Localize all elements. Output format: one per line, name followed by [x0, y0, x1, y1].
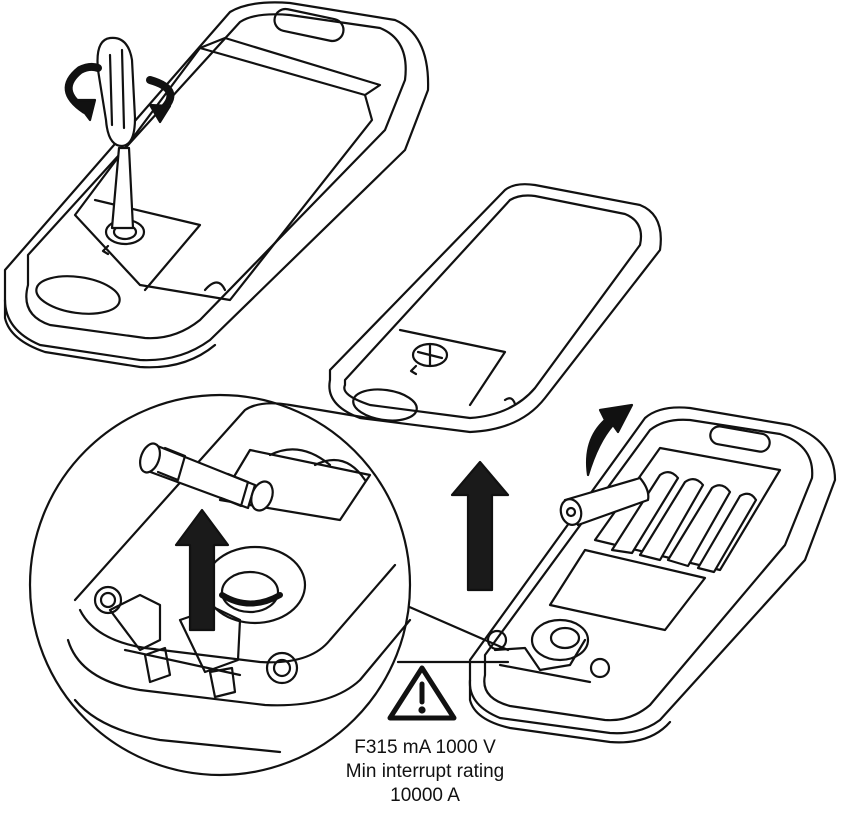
warning-triangle-icon — [390, 668, 454, 718]
meter-back-closed — [5, 2, 428, 367]
interrupt-rating-label: Min interrupt rating — [290, 761, 560, 783]
battery-door-removed — [329, 184, 660, 432]
interrupt-rating-value: 10000 A — [290, 785, 560, 807]
meter-open-compartment — [470, 407, 835, 742]
fuse-spec-text: F315 mA 1000 V — [290, 737, 560, 759]
up-arrow-door-icon — [452, 462, 508, 590]
